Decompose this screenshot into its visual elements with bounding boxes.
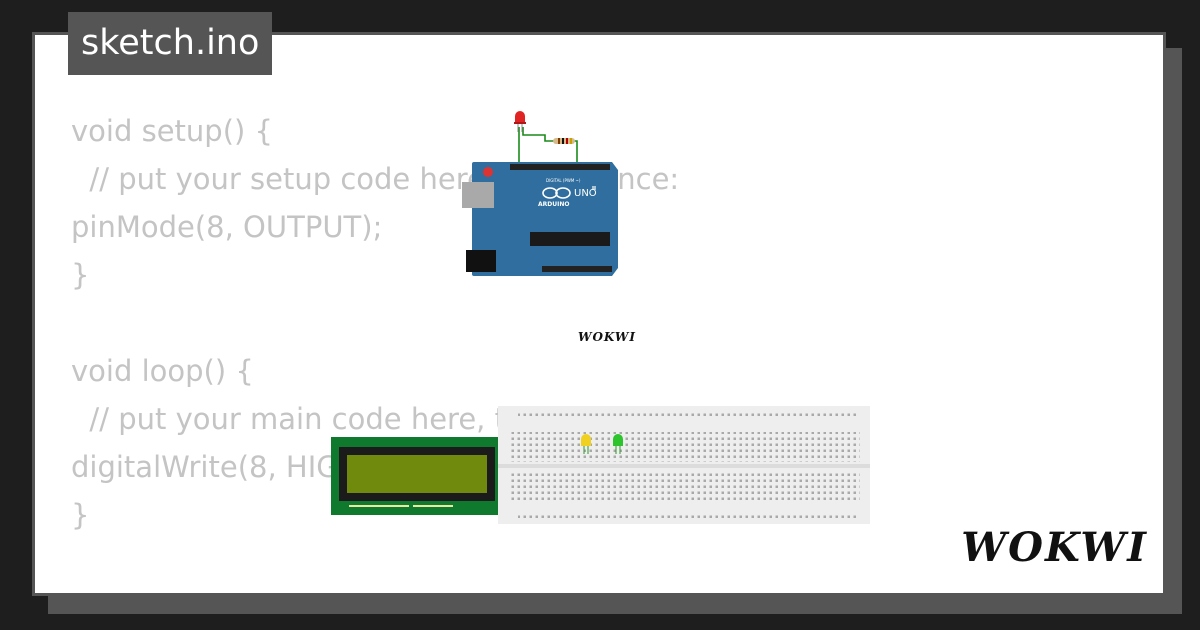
arduino-uno-board[interactable]: ARDUINO UNO DIGITAL (PWM ~) xyxy=(462,160,622,280)
preview-card: void setup() { // put your setup code he… xyxy=(32,32,1166,596)
wokwi-logo: WOKWI xyxy=(961,524,1148,571)
simulator-watermark: WOKWI xyxy=(578,330,637,344)
green-led[interactable] xyxy=(612,432,624,454)
code-line-9: } xyxy=(71,498,90,532)
red-led[interactable] xyxy=(513,108,527,132)
board-model-label: UNO xyxy=(574,188,597,199)
code-line-5 xyxy=(71,299,755,347)
board-digital-label: DIGITAL (PWM ~) xyxy=(546,178,581,183)
code-line-2: // put your setup code here, to run once… xyxy=(71,162,680,196)
code-line-1: void setup() { xyxy=(71,114,273,148)
yellow-led[interactable] xyxy=(580,432,592,454)
board-brand-label: ARDUINO xyxy=(538,201,569,208)
code-line-4: } xyxy=(71,258,90,292)
resistor[interactable] xyxy=(552,136,576,146)
code-line-3: pinMode(8, OUTPUT); xyxy=(71,210,383,244)
breadboard[interactable] xyxy=(498,406,870,524)
lcd-display[interactable] xyxy=(331,437,503,515)
code-line-6: void loop() { xyxy=(71,354,254,388)
file-title-tab[interactable]: sketch.ino xyxy=(68,12,273,75)
